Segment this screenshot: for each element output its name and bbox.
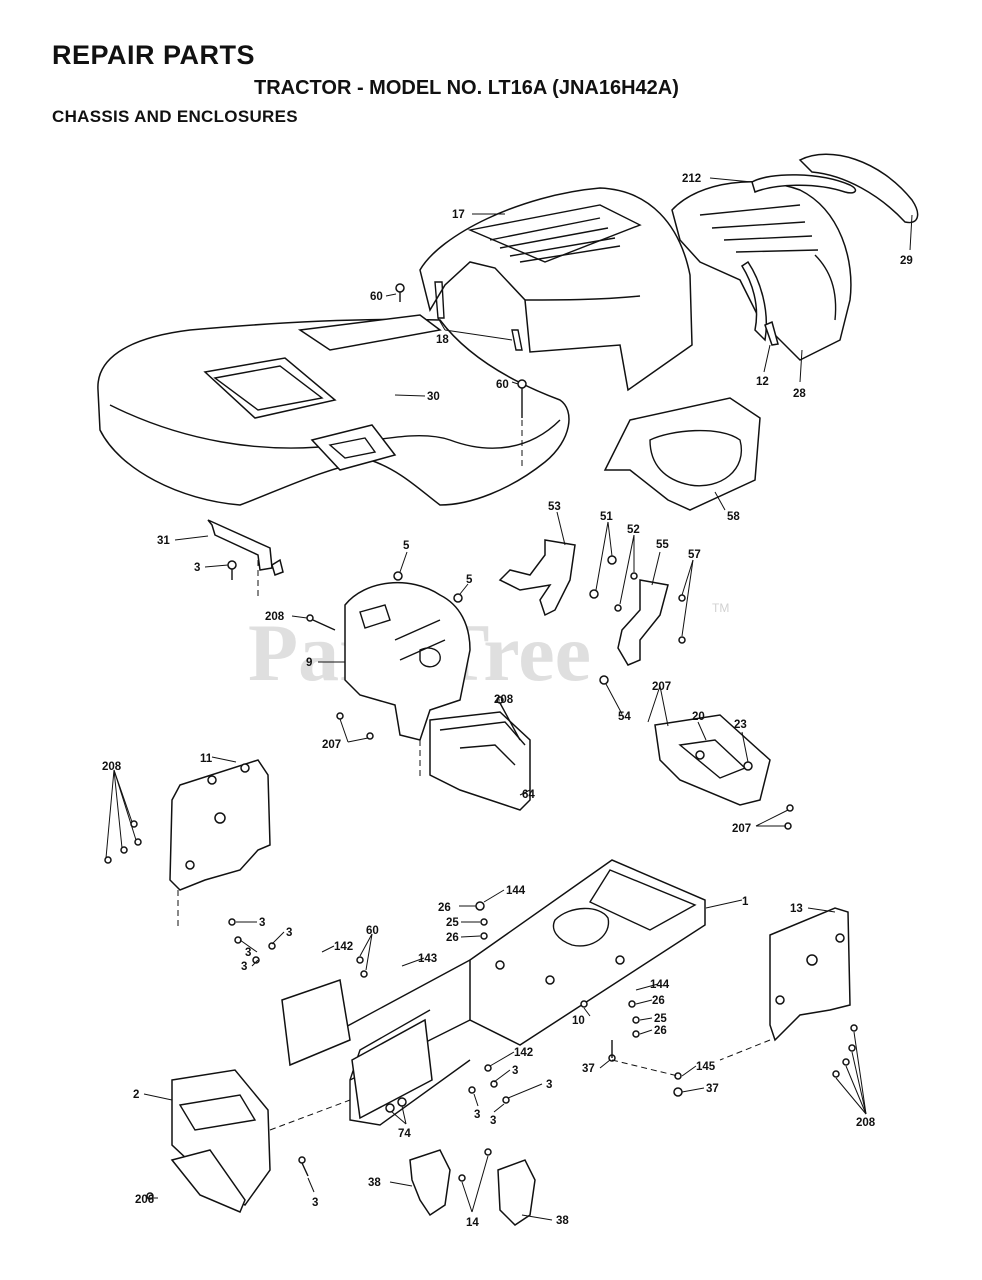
callout-label: 13 (790, 903, 803, 915)
alignment-lines (177, 420, 771, 1131)
callout-label: 208 (265, 611, 285, 623)
page-title: REPAIR PARTS (52, 40, 256, 70)
callout-label: 3 (286, 927, 292, 939)
part-bracket-53 (498, 539, 576, 617)
part-plate-38-left (409, 1149, 451, 1217)
callout-label: 145 (696, 1061, 716, 1073)
part-plate-20 (654, 714, 771, 806)
callout-label: 20 (692, 711, 705, 723)
part-fender-deck (97, 314, 570, 506)
part-side-panel-13 (769, 907, 851, 1042)
callout-label: 60 (496, 379, 509, 391)
callout-label: 206 (135, 1194, 154, 1206)
callout-label: 25 (446, 917, 459, 929)
part-main-frame (281, 859, 706, 1126)
part-hood (419, 187, 693, 392)
callout-label: 25 (654, 1013, 667, 1025)
part-bracket-31 (207, 519, 284, 576)
part-side-panel-11 (169, 759, 271, 891)
callout-label: 9 (306, 657, 312, 669)
callout-label: 3 (474, 1109, 480, 1121)
callout-label: 28 (793, 388, 806, 400)
callout-label: 142 (514, 1047, 533, 1059)
callout-label: 17 (452, 209, 465, 221)
callout-label: 52 (627, 524, 640, 536)
callout-label: 38 (556, 1215, 569, 1227)
callout-label: 53 (548, 501, 561, 513)
callout-label: 3 (512, 1065, 518, 1077)
callout-label: 60 (370, 291, 383, 303)
callout-label: 143 (418, 953, 437, 965)
callout-label: 207 (732, 823, 751, 835)
callout-label: 30 (427, 391, 440, 403)
callout-label: 212 (682, 173, 701, 185)
callout-label: 26 (652, 995, 665, 1007)
part-headlight-lens (751, 174, 857, 194)
part-grille (671, 181, 852, 361)
callout-label: 58 (727, 511, 740, 523)
callout-labels: 212 29 17 60 18 60 30 12 28 58 31 3 5 5 … (102, 173, 913, 1229)
callout-label: 31 (157, 535, 170, 547)
callout-label: 142 (334, 941, 353, 953)
callout-label: 3 (546, 1079, 552, 1091)
callout-label: 207 (652, 681, 671, 693)
callout-label: 57 (688, 549, 701, 561)
callout-label: 3 (259, 917, 265, 929)
part-hood-trim-29 (798, 153, 919, 224)
callout-label: 37 (582, 1063, 595, 1075)
callout-label: 3 (241, 961, 247, 973)
part-plate-38-right (497, 1159, 536, 1226)
callout-label: 54 (618, 711, 631, 723)
callout-label: 51 (600, 511, 613, 523)
callout-label: 18 (436, 334, 449, 346)
callout-label: 74 (398, 1128, 411, 1140)
watermark-trademark: TM (712, 601, 729, 615)
callout-label: 3 (245, 947, 251, 959)
callout-label: 37 (706, 1083, 719, 1095)
callout-label: 23 (734, 719, 747, 731)
callout-label: 26 (438, 902, 451, 914)
callout-label: 26 (654, 1025, 667, 1037)
part-dash-panel (344, 582, 471, 741)
part-front-bumper-2 (170, 1069, 271, 1213)
callout-label: 3 (312, 1197, 318, 1209)
callout-label: 12 (756, 376, 769, 388)
hardware-fasteners (104, 283, 858, 1200)
part-mounting-pan (603, 397, 761, 511)
callout-label: 14 (466, 1217, 479, 1229)
callout-label: 11 (200, 753, 213, 765)
callout-label: 208 (856, 1117, 876, 1129)
callout-label: 208 (494, 694, 514, 706)
section-title: CHASSIS AND ENCLOSURES (52, 107, 298, 126)
callout-label: 144 (650, 979, 670, 991)
leader-lines (105, 177, 913, 1221)
callout-label: 144 (506, 885, 526, 897)
callout-label: 1 (742, 896, 749, 908)
callout-label: 64 (522, 789, 535, 801)
callout-label: 3 (490, 1115, 496, 1127)
callout-label: 26 (446, 932, 459, 944)
callout-label: 207 (322, 739, 341, 751)
callout-label: 38 (368, 1177, 381, 1189)
callout-label: 208 (102, 761, 122, 773)
part-brace-64 (429, 711, 531, 811)
callout-label: 3 (194, 562, 200, 574)
callout-label: 5 (403, 540, 410, 552)
model-title: TRACTOR - MODEL NO. LT16A (JNA16H42A) (254, 77, 679, 99)
callout-label: 2 (133, 1089, 139, 1101)
callout-label: 10 (572, 1015, 585, 1027)
callout-label: 5 (466, 574, 473, 586)
part-bracket-55 (617, 579, 669, 666)
callout-label: 29 (900, 255, 913, 267)
callout-label: 55 (656, 539, 669, 551)
callout-label: 60 (366, 925, 379, 937)
